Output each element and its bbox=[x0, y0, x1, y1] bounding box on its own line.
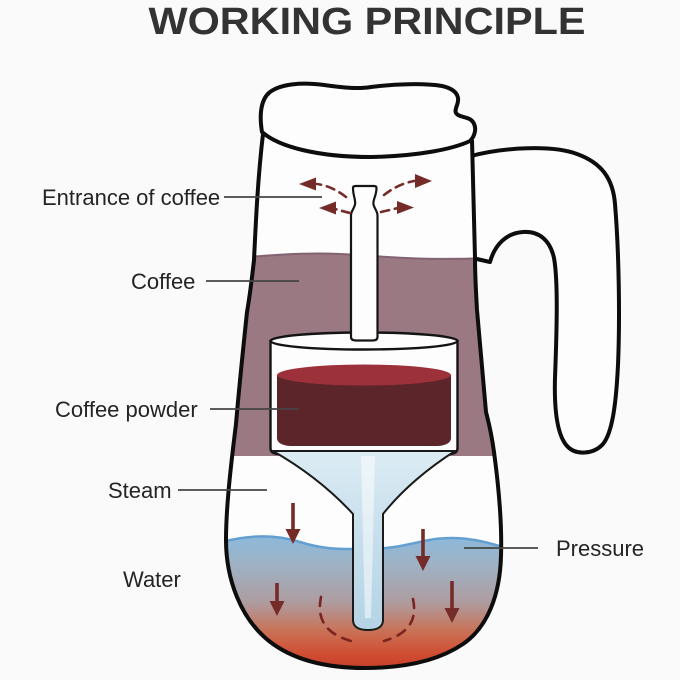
coffee-powder-shape bbox=[277, 364, 451, 446]
arrowhead-left-low-icon bbox=[319, 201, 336, 215]
arrowhead-right-low-icon bbox=[397, 201, 414, 214]
label-water: Water bbox=[123, 567, 181, 592]
arrowhead-left-up-icon bbox=[299, 177, 316, 191]
page-title: WORKING PRINCIPLE bbox=[149, 1, 586, 43]
pot-body-outline bbox=[224, 133, 504, 670]
boil-flow-dashes bbox=[318, 595, 416, 643]
filter-basket bbox=[269, 331, 459, 456]
down-arrowhead-icon bbox=[415, 556, 431, 571]
pot-handle bbox=[466, 146, 621, 455]
pressure-arrows bbox=[269, 503, 460, 623]
arrowhead-right-up-icon bbox=[415, 174, 432, 188]
center-column bbox=[349, 184, 379, 342]
pressure-label: Pressure bbox=[556, 536, 644, 561]
label-coffee: Coffee bbox=[131, 269, 299, 294]
entrance-of-coffee-label: Entrance of coffee bbox=[42, 185, 220, 210]
coffee-label: Coffee bbox=[131, 269, 195, 294]
label-coffee-powder: Coffee powder bbox=[55, 397, 299, 422]
label-entrance-of-coffee: Entrance of coffee bbox=[42, 185, 322, 210]
down-arrowhead-icon bbox=[269, 601, 285, 616]
label-pressure: Pressure bbox=[464, 536, 644, 561]
entrance-flow-arrows bbox=[299, 174, 432, 215]
pot-lid bbox=[258, 81, 478, 159]
coffee-powder-label: Coffee powder bbox=[55, 397, 198, 422]
water-label: Water bbox=[123, 567, 181, 592]
funnel bbox=[269, 450, 459, 632]
down-arrowhead-icon bbox=[285, 529, 301, 544]
label-steam: Steam bbox=[108, 478, 267, 503]
down-arrowhead-icon bbox=[444, 608, 460, 623]
steam-label: Steam bbox=[108, 478, 172, 503]
